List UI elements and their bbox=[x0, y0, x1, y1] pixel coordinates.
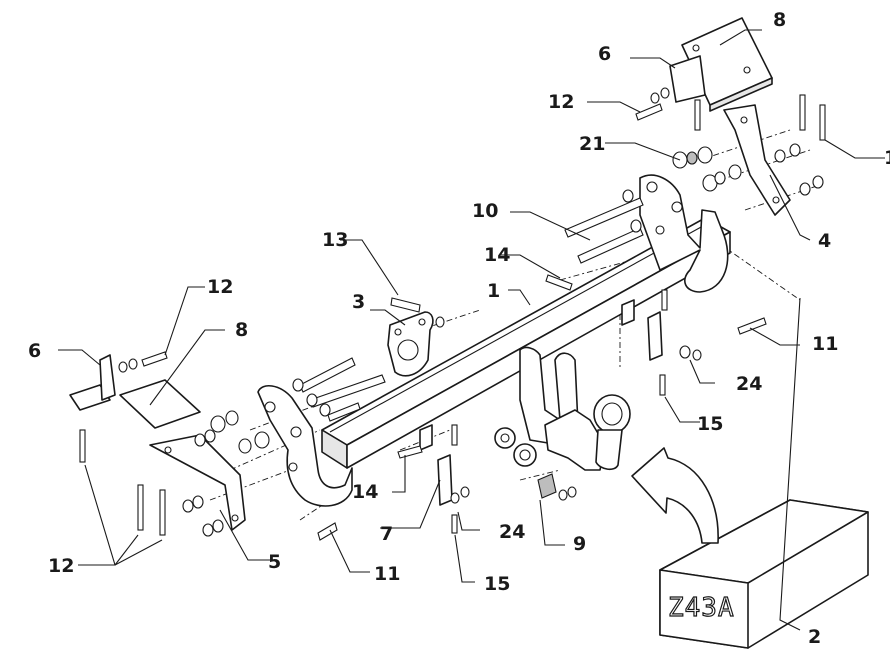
vertical-bolts bbox=[79, 94, 826, 536]
left-lower-brackets bbox=[69, 354, 246, 531]
callout-9: 9 bbox=[573, 533, 586, 555]
leader-lines bbox=[58, 29, 885, 631]
callout-6-left: 6 bbox=[28, 340, 41, 362]
callout-12-top: 12 bbox=[207, 276, 233, 298]
callout-12-bottom: 12 bbox=[48, 555, 74, 577]
callout-8-right: 8 bbox=[773, 9, 786, 31]
callout-21: 21 bbox=[579, 133, 605, 155]
callout-24-left: 24 bbox=[499, 521, 525, 543]
callout-edge-partial: 1 bbox=[884, 147, 890, 169]
crossbar-main-beam bbox=[321, 217, 731, 469]
callout-11-left: 11 bbox=[374, 563, 400, 585]
center-lower-bracket bbox=[437, 311, 663, 506]
callout-6-right: 6 bbox=[598, 43, 611, 65]
package-box-label: Z43A bbox=[668, 593, 735, 623]
callout-15-right: 15 bbox=[697, 413, 723, 435]
callout-2: 2 bbox=[808, 626, 821, 648]
callout-3: 3 bbox=[352, 291, 365, 313]
callout-8-left: 8 bbox=[235, 319, 248, 341]
callout-14-top: 14 bbox=[484, 244, 510, 266]
right-side-bracket bbox=[639, 174, 729, 293]
callout-10: 10 bbox=[472, 200, 498, 222]
assembly-direction-arrow bbox=[631, 447, 719, 544]
mounting-tabs bbox=[419, 299, 635, 451]
callout-labels: 1 2 3 4 5 6 6 7 8 8 9 10 11 11 12 12 12 … bbox=[28, 9, 890, 648]
washers-and-nuts bbox=[118, 87, 824, 537]
callout-12-right: 12 bbox=[548, 91, 574, 113]
callout-4: 4 bbox=[818, 230, 831, 252]
tow-ball-assembly bbox=[494, 394, 631, 471]
left-side-bracket bbox=[257, 385, 353, 507]
callout-11-right: 11 bbox=[812, 333, 838, 355]
callout-13: 13 bbox=[322, 229, 348, 251]
callout-15-left: 15 bbox=[484, 573, 510, 595]
package-box: Z43A bbox=[659, 499, 869, 649]
long-bolts bbox=[299, 197, 767, 541]
right-upper-brackets bbox=[669, 17, 791, 216]
callout-24-right: 24 bbox=[736, 373, 762, 395]
callout-7: 7 bbox=[380, 523, 393, 545]
callout-14-bottom: 14 bbox=[352, 481, 378, 503]
callout-1: 1 bbox=[487, 280, 500, 302]
electrical-socket-plate bbox=[387, 311, 434, 377]
callout-5: 5 bbox=[268, 551, 281, 573]
